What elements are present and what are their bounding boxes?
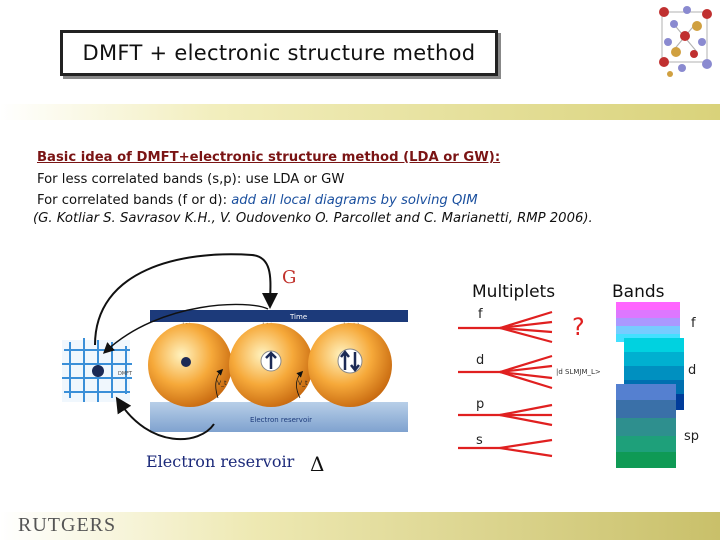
g-return-arrow bbox=[102, 303, 269, 354]
electron-reservoir-label: Electron reservoir bbox=[146, 452, 295, 471]
footer-bar bbox=[0, 512, 720, 540]
dmft-grid-label: DMFT bbox=[118, 371, 133, 377]
time-bar bbox=[150, 310, 408, 322]
level-f-label: f bbox=[478, 307, 483, 322]
title-box: DMFT + electronic structure method bbox=[60, 30, 498, 76]
time-label: Time bbox=[289, 313, 307, 321]
correlated-prefix: For correlated bands (f or d): bbox=[37, 193, 232, 208]
crystal-structure-graphic bbox=[659, 6, 712, 77]
vt-label-2: V_t bbox=[298, 380, 308, 387]
multiplets-label: Multiplets bbox=[472, 282, 555, 302]
spin-up-icon bbox=[265, 351, 277, 369]
spin-down-icon bbox=[350, 352, 360, 373]
band-f-label: f bbox=[691, 316, 696, 331]
level-s-label: s bbox=[476, 433, 483, 448]
band-d-label: d bbox=[688, 363, 696, 378]
less-correlated-line: For less correlated bands (s,p): use LDA… bbox=[37, 172, 345, 187]
hop-arrow-2 bbox=[296, 370, 304, 399]
reservoir-strip bbox=[150, 402, 408, 432]
state-notation: |d SLMJM_L> bbox=[556, 368, 601, 376]
hop-arrow-1 bbox=[215, 368, 224, 399]
heading-line: Basic idea of DMFT+electronic structure … bbox=[37, 150, 501, 165]
level-p-label: p bbox=[476, 397, 484, 412]
correlated-line: For correlated bands (f or d): add all l… bbox=[37, 193, 478, 208]
level-lines bbox=[458, 310, 553, 458]
correlated-highlight: add all local diagrams by solving QIM bbox=[231, 193, 478, 208]
bands-label: Bands bbox=[612, 282, 665, 302]
delta-label: Δ bbox=[310, 452, 324, 476]
sp-band-stack bbox=[616, 384, 676, 468]
reservoir-strip-label: Electron reservoir bbox=[250, 416, 312, 424]
lattice-grid bbox=[62, 338, 132, 402]
question-mark: ? bbox=[572, 313, 585, 341]
band-sp-label: sp bbox=[684, 429, 699, 444]
header-divider bbox=[0, 104, 720, 120]
spin-up-icon-2 bbox=[340, 349, 350, 370]
g-label: G bbox=[282, 267, 296, 288]
impurity-site-empty bbox=[181, 357, 191, 367]
g-feedback-arrow bbox=[94, 253, 279, 346]
rutgers-logo: RUTGERS bbox=[18, 514, 117, 536]
reference-line: (G. Kotliar S. Savrasov K.H., V. Oudoven… bbox=[33, 211, 593, 226]
delta-arrow bbox=[115, 396, 215, 441]
f-band-stack bbox=[616, 302, 680, 342]
slide-title: DMFT + electronic structure method bbox=[82, 41, 476, 65]
vt-label-1: V_t bbox=[217, 380, 227, 387]
level-d-label: d bbox=[476, 353, 484, 368]
